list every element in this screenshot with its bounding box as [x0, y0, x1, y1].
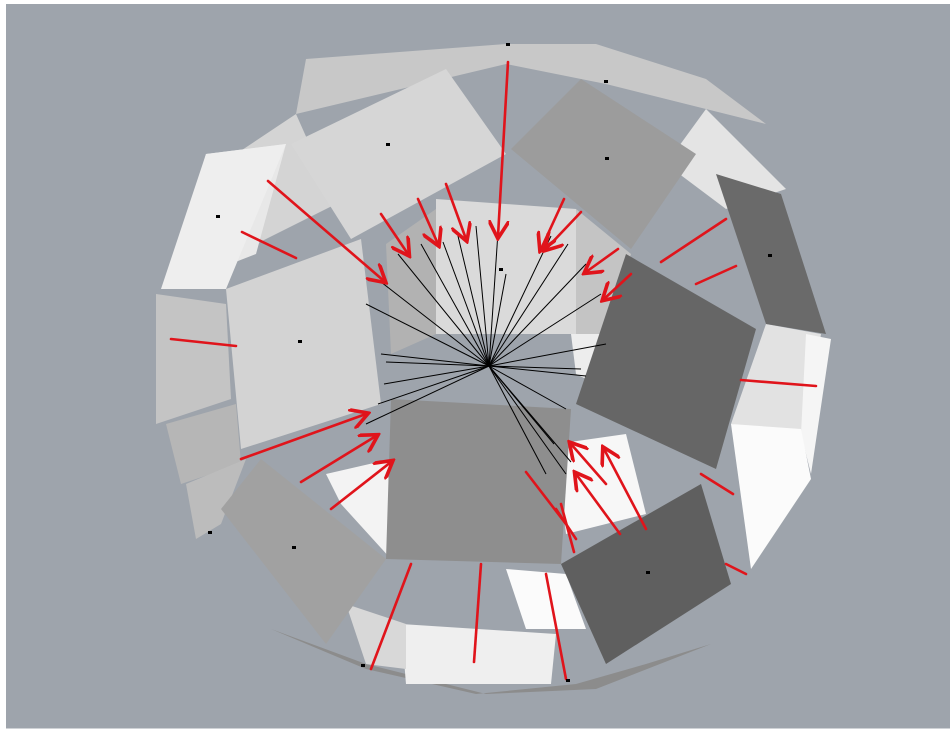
normal-vector-arrow	[299, 436, 376, 484]
rim-face	[731, 324, 821, 434]
square-face	[576, 254, 756, 469]
ray-line	[488, 235, 552, 367]
rim-face	[166, 404, 241, 484]
3d-viewport[interactable]	[6, 4, 950, 729]
ray-line	[365, 365, 490, 425]
ray-line	[488, 343, 607, 367]
ray-line	[457, 235, 490, 367]
square-face	[226, 239, 381, 449]
square-face	[161, 144, 286, 289]
normal-vector-arrow	[571, 444, 608, 486]
face-marker	[566, 679, 570, 682]
rim-face	[186, 459, 246, 539]
ray-line	[488, 365, 547, 475]
normal-vector-arrow	[444, 182, 466, 239]
face-marker	[499, 268, 503, 271]
face-marker	[216, 215, 220, 218]
ray-bundle	[365, 225, 607, 475]
ray-line	[380, 281, 490, 367]
normal-vector-arrow	[524, 470, 568, 526]
ray-line	[488, 293, 602, 367]
normal-vector-arrow	[379, 212, 408, 254]
ray-line	[420, 243, 490, 367]
normal-vector-arrow	[329, 462, 391, 511]
face-marker	[208, 531, 212, 534]
face-marker	[361, 664, 365, 667]
normal-vector-arrow	[266, 179, 384, 281]
ray-line	[488, 243, 569, 367]
normal-vector-arrow	[541, 197, 566, 249]
normal-vector-arrow	[169, 337, 238, 348]
ray-line	[377, 365, 490, 405]
normal-vector-arrow	[659, 217, 728, 264]
square-faces	[161, 69, 826, 664]
normal-vector-arrow	[416, 197, 438, 244]
rim-face	[401, 624, 556, 684]
ray-line	[385, 361, 490, 367]
rim-face	[296, 44, 766, 124]
normal-vector-arrow	[604, 449, 648, 531]
face-center-markers	[208, 43, 772, 682]
face-marker	[605, 157, 609, 160]
ray-line	[475, 225, 490, 367]
ray-line	[488, 365, 572, 463]
ray-line	[488, 231, 499, 367]
normal-vector-arrow	[240, 230, 298, 260]
ray-line	[365, 303, 490, 367]
ray-line	[488, 365, 587, 377]
ray-line	[488, 365, 582, 370]
dome-scene[interactable]	[6, 4, 950, 728]
normal-vector-arrow	[586, 247, 620, 272]
inner-face	[326, 459, 391, 559]
normal-vector-arrow	[239, 414, 366, 461]
face-marker	[768, 254, 772, 257]
face-marker	[506, 43, 510, 46]
ray-line	[488, 365, 567, 410]
normal-vector-arrow	[699, 472, 735, 496]
face-marker	[386, 143, 390, 146]
normal-vector-arrow	[472, 562, 483, 664]
ray-line	[442, 241, 490, 367]
ray-line	[397, 253, 490, 367]
rim-face	[731, 424, 811, 569]
ray-line	[488, 273, 507, 367]
normal-vector-arrow	[544, 572, 568, 681]
ray-line	[383, 365, 490, 385]
rim-face	[801, 334, 831, 474]
normal-vector-arrow	[604, 272, 633, 299]
normal-vector-arrow	[739, 378, 818, 388]
ray-line	[488, 263, 587, 367]
ray-line	[380, 353, 490, 367]
normal-vector-arrow	[498, 60, 510, 236]
normal-vector-arrow	[369, 562, 413, 671]
square-face	[511, 79, 696, 249]
ray-line	[488, 365, 567, 475]
rim-face	[666, 109, 786, 209]
square-face	[386, 399, 571, 564]
square-face	[291, 69, 506, 239]
normal-vector-arrow	[694, 264, 738, 286]
face-marker	[292, 546, 296, 549]
normal-vector-arrow	[576, 474, 622, 536]
face-marker	[604, 80, 608, 83]
normal-vector-arrow	[724, 562, 748, 576]
rim-face	[346, 604, 406, 669]
face-marker	[298, 340, 302, 343]
rim-face	[506, 569, 586, 629]
rim-face	[156, 294, 231, 424]
normal-vectors	[169, 60, 818, 681]
face-marker	[646, 571, 650, 574]
rim-face	[271, 629, 711, 694]
square-face	[221, 459, 386, 644]
